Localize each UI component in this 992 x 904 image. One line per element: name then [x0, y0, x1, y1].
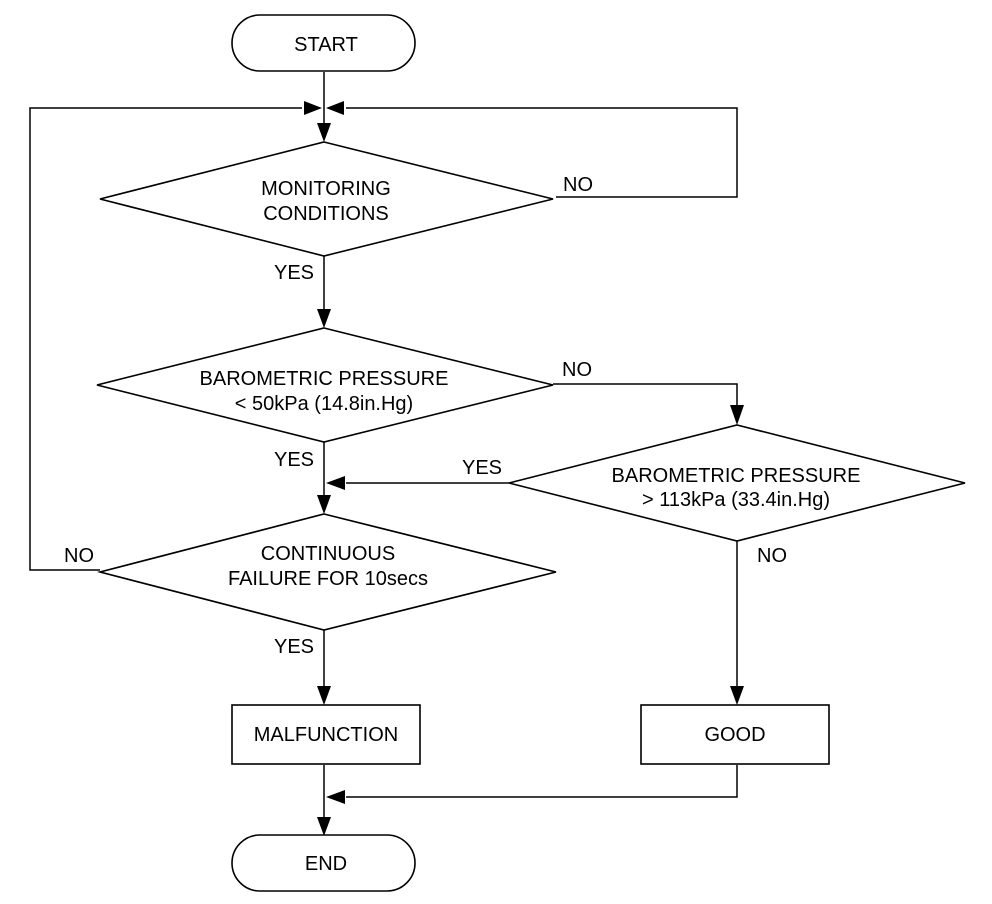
decision-baro-high-line2: > 113kPa (33.4in.Hg) — [642, 489, 830, 511]
end-terminal: END — [231, 834, 416, 892]
arrowhead-right-top-merge — [304, 101, 322, 115]
decision-barometric-high: BAROMETRIC PRESSURE > 113kPa (33.4in.Hg) — [508, 424, 966, 542]
arrowhead-left-yes-merge — [326, 476, 345, 490]
branch-label-monitoring-yes: YES — [274, 262, 314, 284]
decision-failure-line1: CONTINUOUS — [261, 543, 395, 565]
decision-barometric-low: BAROMETRIC PRESSURE < 50kPa (14.8in.Hg) — [96, 327, 554, 443]
decision-monitoring-line1: MONITORING — [261, 178, 391, 200]
process-good-label: GOOD — [704, 724, 765, 746]
process-malfunction-label: MALFUNCTION — [254, 724, 398, 746]
connector-failure-no-loop — [29, 107, 302, 571]
process-good: GOOD — [640, 704, 830, 765]
connector-good-to-merge — [346, 765, 738, 798]
decision-monitoring-conditions: MONITORING CONDITIONS — [99, 141, 554, 257]
arrowhead-left-top-merge — [326, 101, 344, 115]
end-label: END — [305, 853, 347, 875]
decision-monitoring-line2: CONDITIONS — [263, 203, 389, 225]
arrowhead-down-end — [317, 817, 331, 836]
arrowhead-down-failure — [317, 495, 331, 514]
arrowhead-down-baro-low — [317, 309, 331, 328]
decision-continuous-failure: CONTINUOUS FAILURE FOR 10secs — [96, 513, 557, 631]
decision-baro-high-line1: BAROMETRIC PRESSURE — [612, 465, 861, 487]
connector-monitoring-no-loop — [346, 107, 738, 198]
decision-baro-low-line1: BAROMETRIC PRESSURE — [200, 368, 449, 390]
decision-failure-line2: FAILURE FOR 10secs — [228, 568, 428, 590]
start-terminal: START — [231, 14, 416, 72]
arrowhead-down-baro-high — [730, 405, 744, 425]
branch-label-baro-high-no: NO — [757, 545, 787, 567]
arrowheads — [304, 101, 744, 836]
process-malfunction: MALFUNCTION — [231, 704, 421, 765]
branch-label-failure-yes: YES — [274, 636, 314, 658]
branch-label-failure-no: NO — [64, 545, 94, 567]
start-label: START — [294, 34, 358, 56]
connectors — [29, 72, 738, 824]
branch-label-baro-low-yes: YES — [274, 449, 314, 471]
branch-label-baro-low-no: NO — [562, 359, 592, 381]
arrowhead-down-malfunction — [317, 686, 331, 705]
branch-label-monitoring-no: NO — [563, 174, 593, 196]
arrowhead-down-monitoring — [317, 123, 331, 142]
branch-label-baro-high-yes: YES — [462, 457, 502, 479]
arrowhead-down-good — [730, 686, 744, 705]
connector-baro-low-no — [553, 383, 738, 416]
arrowhead-left-end-merge — [326, 790, 345, 804]
decision-baro-low-line2: < 50kPa (14.8in.Hg) — [235, 393, 413, 415]
branch-labels: NO YES NO YES YES NO NO YES — [64, 174, 787, 658]
